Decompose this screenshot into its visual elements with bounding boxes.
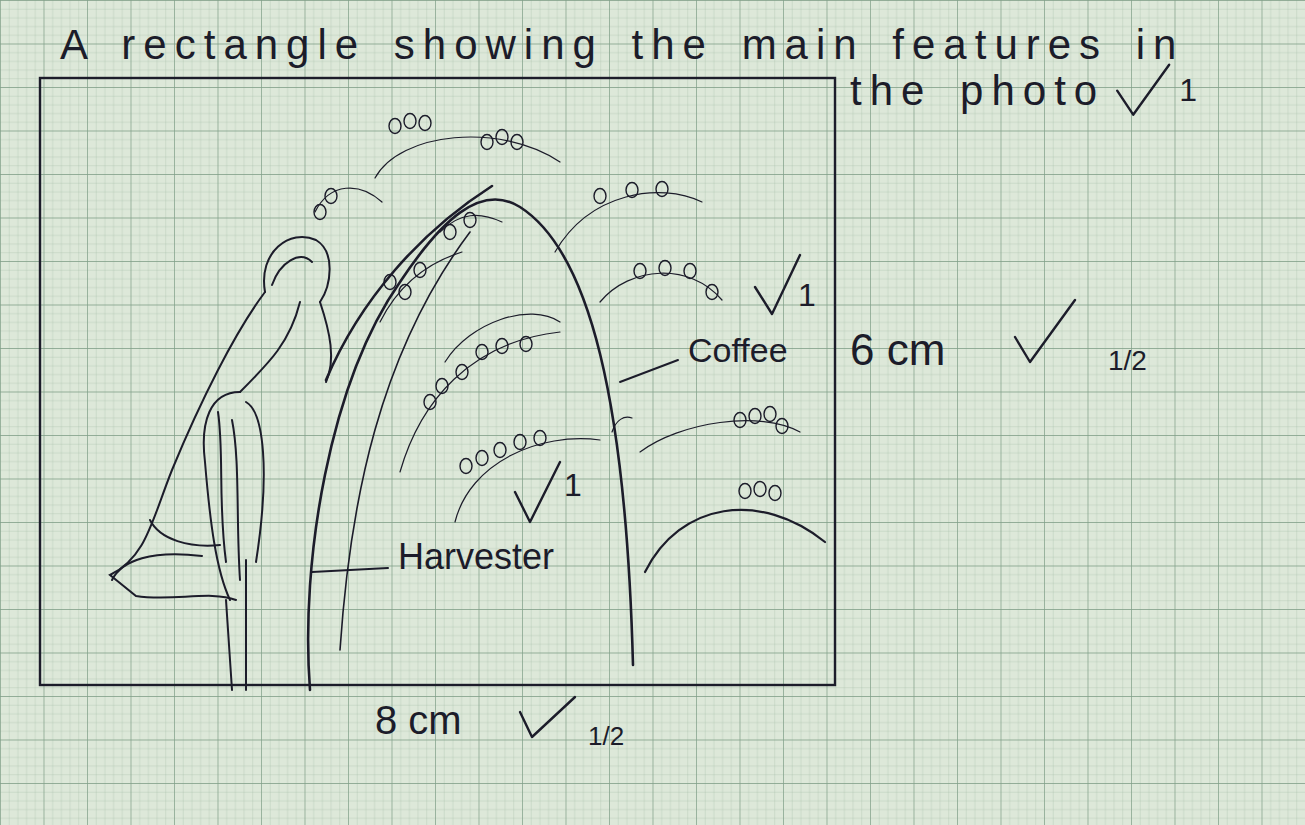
harvester-figure	[272, 257, 312, 285]
tick-mark	[1117, 65, 1169, 115]
dimension-label: 8 cm	[375, 698, 462, 742]
coffee-berries	[634, 264, 646, 279]
harvester-figure	[110, 292, 265, 600]
coffee-berries	[481, 135, 493, 150]
coffee-berries	[456, 365, 468, 380]
coffee-berries	[511, 135, 523, 150]
coffee-berries	[444, 225, 456, 240]
coffee-berries	[659, 261, 671, 276]
leader-line	[312, 568, 388, 572]
coffee-bush	[645, 510, 825, 572]
coffee-bush	[308, 137, 825, 690]
score-mark: 1	[798, 278, 816, 313]
coffee-berries	[496, 339, 508, 354]
coffee-berries	[314, 114, 788, 501]
coffee-bush	[400, 332, 560, 472]
coffee-berries	[419, 116, 431, 131]
coffee-bush	[340, 232, 470, 650]
frame-rectangle	[40, 78, 835, 685]
tick-mark	[515, 255, 1075, 737]
feature-label: Coffee	[688, 332, 788, 369]
harvester-figure	[112, 554, 202, 580]
score-mark: 1/2	[1108, 346, 1147, 377]
score-mark: 1	[1179, 73, 1197, 108]
coffee-berries	[476, 451, 488, 466]
coffee-berries	[739, 484, 751, 499]
harvester-figure	[150, 520, 220, 546]
tick-mark	[520, 697, 575, 737]
coffee-bush	[380, 252, 462, 322]
coffee-berries	[684, 264, 696, 279]
coffee-berries	[399, 285, 411, 300]
coffee-berries	[414, 263, 426, 278]
coffee-berries	[384, 275, 396, 290]
coffee-berries	[749, 409, 761, 424]
leader-line	[620, 360, 678, 382]
score-mark: 1	[564, 468, 582, 503]
harvester-figure	[226, 600, 232, 690]
tick-mark	[1015, 300, 1075, 362]
coffee-berries	[754, 482, 766, 497]
harvester-figure	[204, 392, 240, 600]
coffee-berries	[460, 459, 472, 474]
tick-mark	[515, 462, 560, 522]
coffee-berries	[476, 345, 488, 360]
coffee-berries	[325, 189, 337, 204]
harvester-figure	[245, 560, 247, 690]
dimension-label: 6 cm	[850, 326, 945, 374]
coffee-berries	[496, 130, 508, 145]
coffee-berries	[314, 205, 326, 220]
coffee-berries	[769, 486, 781, 501]
coffee-berries	[776, 419, 788, 434]
coffee-berries	[534, 431, 546, 446]
feature-label: Harvester	[398, 537, 554, 577]
coffee-berries	[520, 337, 532, 352]
coffee-berries	[436, 379, 448, 394]
tick-mark	[755, 255, 800, 314]
coffee-berries	[594, 189, 606, 204]
coffee-bush	[555, 193, 702, 252]
coffee-berries	[626, 183, 638, 198]
coffee-berries	[404, 114, 416, 129]
harvester-figure	[110, 237, 331, 690]
coffee-berries	[424, 395, 436, 410]
score-mark: 1/2	[588, 722, 624, 751]
harvester-figure	[218, 412, 226, 562]
coffee-bush	[600, 273, 722, 302]
harvester-figure	[240, 302, 300, 392]
coffee-bush	[612, 417, 632, 432]
harvester-figure	[264, 237, 330, 302]
harvester-figure	[246, 402, 264, 562]
coffee-berries	[514, 435, 526, 450]
coffee-berries	[656, 182, 668, 197]
coffee-berries	[706, 285, 718, 300]
harvester-figure	[232, 420, 240, 580]
coffee-bush	[445, 314, 560, 362]
coffee-berries	[734, 413, 746, 428]
coffee-berries	[494, 443, 506, 458]
coffee-bush	[440, 215, 502, 232]
coffee-berries	[464, 213, 476, 228]
coffee-bush	[455, 439, 600, 522]
coffee-berries	[764, 407, 776, 422]
coffee-bush	[375, 137, 560, 178]
heading-note: A rectangle showing the main features in…	[60, 22, 1210, 114]
coffee-berries	[389, 119, 401, 134]
coffee-bush	[308, 199, 633, 690]
coffee-bush	[326, 186, 492, 380]
